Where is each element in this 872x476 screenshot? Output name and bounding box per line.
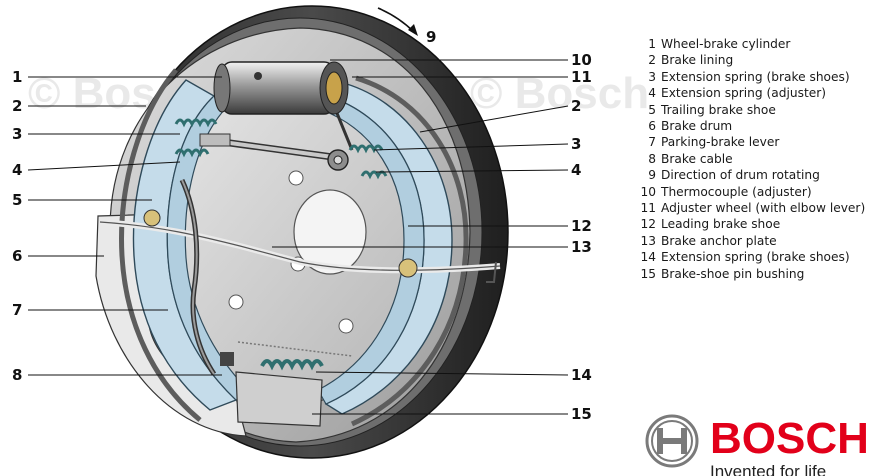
legend-label: Brake-shoe pin bushing (661, 266, 805, 281)
legend-label: Parking-brake lever (661, 135, 780, 150)
callout-number: 9 (426, 28, 436, 46)
legend-label: Brake anchor plate (661, 233, 777, 248)
callout-number: 3 (12, 125, 22, 143)
callout-number: 2 (571, 97, 581, 115)
extension-spring-shoes-top (174, 118, 384, 154)
leader-lines-right (272, 59, 569, 415)
callout-number: 1 (12, 68, 22, 86)
shoe-pin-heads (143, 209, 418, 278)
leading-brake-shoe (317, 81, 453, 415)
legend-label: Thermocouple (adjuster) (661, 184, 812, 199)
bosch-armature-icon (645, 414, 699, 468)
callout-number: 8 (12, 366, 22, 384)
parking-brake-lever (179, 178, 217, 376)
legend-label: Adjuster wheel (with elbow lever) (661, 201, 866, 216)
callout-number: 10 (571, 51, 592, 69)
legend-label: Leading brake shoe (661, 217, 781, 232)
callout-number: 14 (571, 366, 592, 384)
callout-number: 5 (12, 191, 22, 209)
brake-lining (119, 68, 469, 427)
brand-name: BOSCH (710, 414, 868, 463)
watermark-text: © Bosch (470, 69, 649, 118)
callouts-right: 10 11 2 3 4 12 13 14 15 (571, 51, 592, 423)
callout-number: 6 (12, 247, 22, 265)
brake-anchor-plate (166, 83, 430, 409)
legend-label: Wheel-brake cylinder (661, 37, 791, 51)
legend-label: Brake drum (661, 119, 733, 134)
callout-number: 11 (571, 68, 592, 86)
callout-number: 7 (12, 301, 22, 319)
brake-cable (99, 219, 501, 283)
callout-number: 12 (571, 217, 592, 235)
adjuster-strut (199, 133, 341, 162)
callout-number: 4 (12, 161, 22, 179)
callout-number: 3 (571, 135, 581, 153)
legend-label: Trailing brake shoe (661, 102, 776, 117)
callout-number: 2 (12, 97, 22, 115)
rotation-arrow (377, 7, 418, 36)
legend-label: Extension spring (brake shoes) (661, 250, 850, 265)
callouts-left: 1 2 3 4 5 6 7 8 (12, 68, 22, 384)
wheel-brake-cylinder (213, 61, 349, 115)
legend-label: Extension spring (brake shoes) (661, 69, 850, 84)
extension-spring-shoes-bottom (237, 341, 353, 371)
legend-label: Extension spring (adjuster) (661, 86, 826, 101)
legend-label: Direction of drum rotating (661, 168, 820, 183)
callout-number: 4 (571, 161, 581, 179)
adjuster-wheel (327, 95, 354, 171)
legend-label: Brake cable (661, 151, 733, 166)
leader-lines-left (27, 76, 222, 376)
legend-label: Brake lining (661, 53, 734, 68)
bosch-logo: BOSCH Invented for life (638, 414, 868, 476)
brand-tagline: Invented for life (710, 462, 827, 476)
callout-number: 13 (571, 238, 592, 256)
brake-shoe-pin-bushing (220, 352, 323, 427)
callout-number: 15 (571, 405, 592, 423)
